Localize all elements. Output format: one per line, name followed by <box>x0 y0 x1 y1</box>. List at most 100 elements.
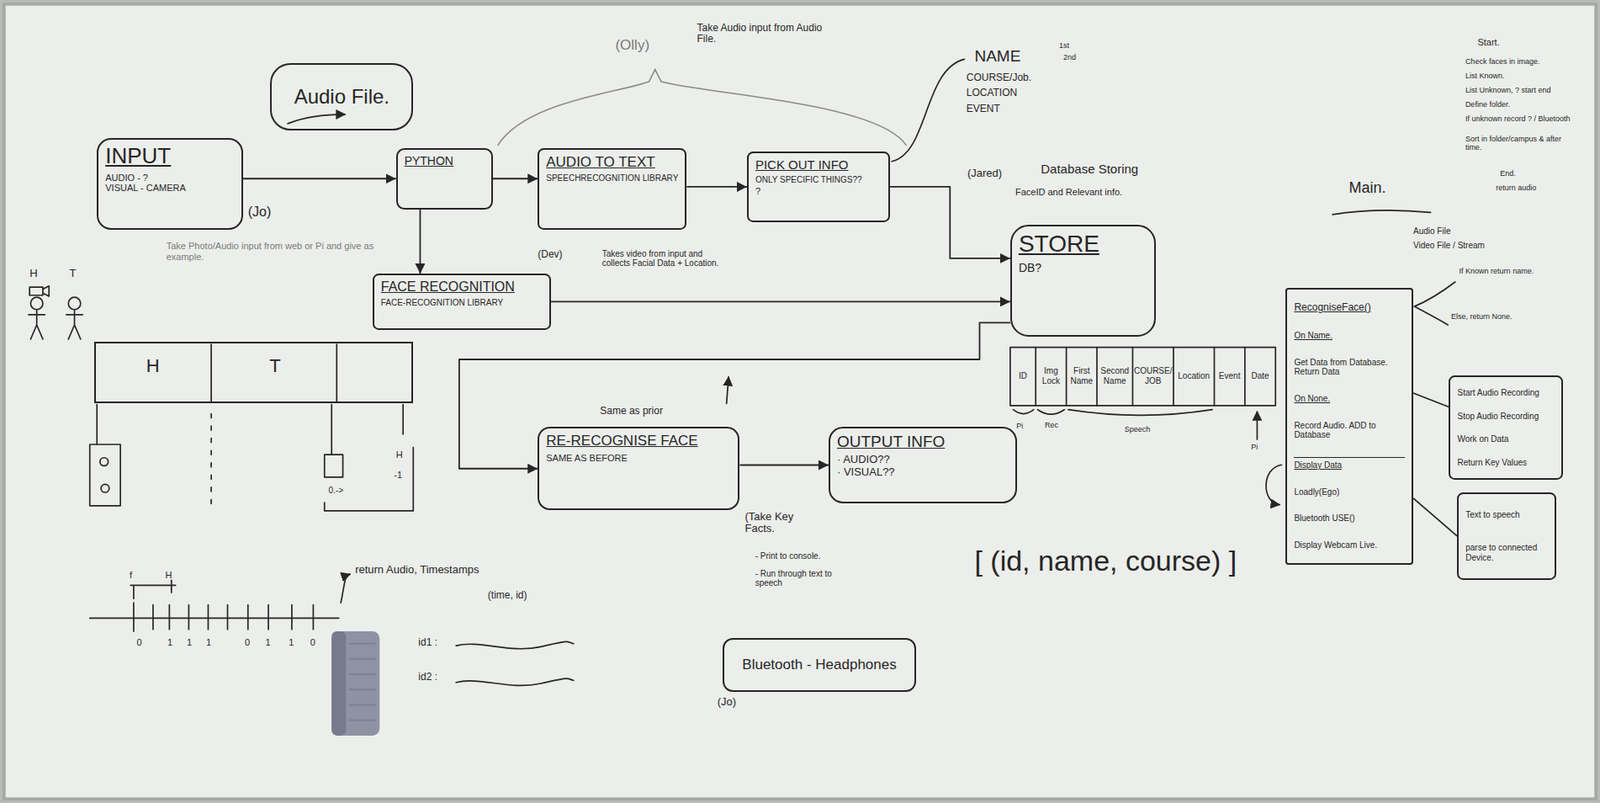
plan-step: List Unknown, ? start end <box>1465 85 1578 95</box>
person-head <box>30 296 43 310</box>
box-heading: STORE <box>1018 230 1148 258</box>
process-box: PICK OUT INFOONLY SPECIFIC THINGS??? <box>747 151 891 223</box>
table-cell: Event <box>1213 346 1245 405</box>
camera-dot <box>100 483 110 493</box>
timeline-band: HT <box>94 341 414 403</box>
curly-arrow <box>340 573 350 603</box>
table-cell: COURSE/ JOB <box>1132 346 1174 405</box>
eraser <box>331 630 380 736</box>
eraser-ridges <box>349 643 377 721</box>
box-heading: Text to speech <box>1465 509 1548 520</box>
note: id1 : <box>418 636 438 649</box>
table-cell: ID <box>1010 346 1036 405</box>
note: Else, return None. <box>1451 312 1533 321</box>
person-body <box>28 309 45 340</box>
plan-step: Check faces in image. <box>1465 57 1578 66</box>
note: - Run through text to speech <box>755 568 853 589</box>
table-cell: Img Lock <box>1035 346 1066 405</box>
data-format: [ (id, name, course) ] <box>974 544 1237 578</box>
table-dividers <box>1035 347 1246 406</box>
box-text: · VISUAL?? <box>837 466 1009 479</box>
eraser-side <box>331 630 346 736</box>
link-line <box>1413 498 1457 536</box>
figure-label: -1 <box>393 469 403 481</box>
box-text: Stop Audio Recording <box>1456 411 1555 422</box>
output-box: OUTPUT INFO · AUDIO??· VISUAL?? <box>828 426 1018 504</box>
box-text: Display Webcam Live. <box>1293 540 1405 551</box>
box-heading: FACE RECOGNITION <box>381 279 543 295</box>
figure-label: H <box>29 267 38 281</box>
box-heading: INPUT <box>105 143 234 170</box>
person-body <box>66 309 83 340</box>
box-text: · AUDIO?? <box>837 453 1009 467</box>
timeline-value: 0 <box>137 636 143 648</box>
note: Same as prior <box>599 405 663 418</box>
note: - Print to console. <box>755 550 822 562</box>
plan-step: Define folder. <box>1465 100 1578 109</box>
note: Takes video from input and collects Faci… <box>602 249 723 269</box>
note: Rec <box>1044 420 1059 430</box>
box-heading: Bluetooth - Headphones <box>731 656 908 673</box>
box-heading: H <box>146 354 160 377</box>
flow-arrow <box>686 185 748 188</box>
leader-line <box>1414 281 1456 325</box>
field-name: COURSE/Job. <box>966 72 1032 85</box>
timeline-value: 1 <box>186 636 192 648</box>
section-heading: Main. <box>1349 179 1387 197</box>
box-text: FACE-RECOGNITION LIBRARY <box>381 297 543 308</box>
plan-step: List Known. <box>1465 71 1578 80</box>
note: (Take Key Facts. <box>744 510 816 536</box>
flow-arrow <box>739 464 829 467</box>
function-box: RecogniseFace()On Name.Get Data from Dat… <box>1285 287 1414 565</box>
author-note: (Jo) <box>717 695 737 709</box>
timeline-value: 1 <box>264 636 271 648</box>
process-box: RE-RECOGNISE FACESAME AS BEFORE <box>537 426 740 510</box>
note: id2 : <box>418 671 438 684</box>
input-box: INPUTAUDIO - ?VISUAL - CAMERA <box>96 137 243 230</box>
table-cell: Second Name <box>1096 346 1133 405</box>
camera-lens <box>42 286 49 297</box>
process-box: AUDIO TO TEXTSPEECHRECOGNITION LIBRARY <box>537 148 687 230</box>
step-box: Start Audio RecordingStop Audio Recordin… <box>1448 375 1563 480</box>
box-text: On Name. <box>1293 330 1405 341</box>
storage-box: STOREDB? <box>1010 224 1156 337</box>
box-heading: OUTPUT INFO <box>837 432 1009 451</box>
flow-arrow <box>419 209 422 274</box>
author-note: (Jared) <box>967 167 1002 181</box>
note: Take Audio input from Audio File. <box>696 22 830 47</box>
note: Video File / Stream <box>1413 240 1485 251</box>
figure-label: H <box>396 449 403 461</box>
note: Speech <box>1124 424 1151 434</box>
squiggle <box>455 641 573 648</box>
flow-arrow <box>492 177 538 180</box>
box-text: Work on Data <box>1456 434 1555 445</box>
table-cell: Location <box>1173 346 1215 405</box>
whiteboard <box>4 4 1596 799</box>
brace-group <box>498 69 906 146</box>
camera-icon <box>29 286 43 296</box>
box-text: Record Audio. ADD to Database <box>1293 420 1405 440</box>
flow-arrow <box>550 301 1011 303</box>
box-text: T <box>269 354 281 377</box>
camera-dot <box>100 457 109 467</box>
camera-box <box>90 444 121 506</box>
device-box: Bluetooth - Headphones <box>722 637 917 692</box>
person-head <box>68 296 81 310</box>
bracket <box>324 447 414 511</box>
timeline-value: 1 <box>206 636 212 648</box>
figure-label: T <box>68 267 76 281</box>
band-divider <box>211 344 337 402</box>
note: (time, id) <box>487 589 528 602</box>
flow-arrow <box>890 186 1011 259</box>
pointer-arrow <box>1256 411 1259 440</box>
box-heading: Start Audio Recording <box>1456 387 1555 398</box>
note: Audio File <box>1413 226 1451 237</box>
plan-step: Start. <box>1477 37 1500 48</box>
field-name: LOCATION <box>966 87 1018 100</box>
author-note: (Olly) <box>614 37 650 54</box>
brace <box>498 69 906 146</box>
connectors <box>243 178 1457 536</box>
